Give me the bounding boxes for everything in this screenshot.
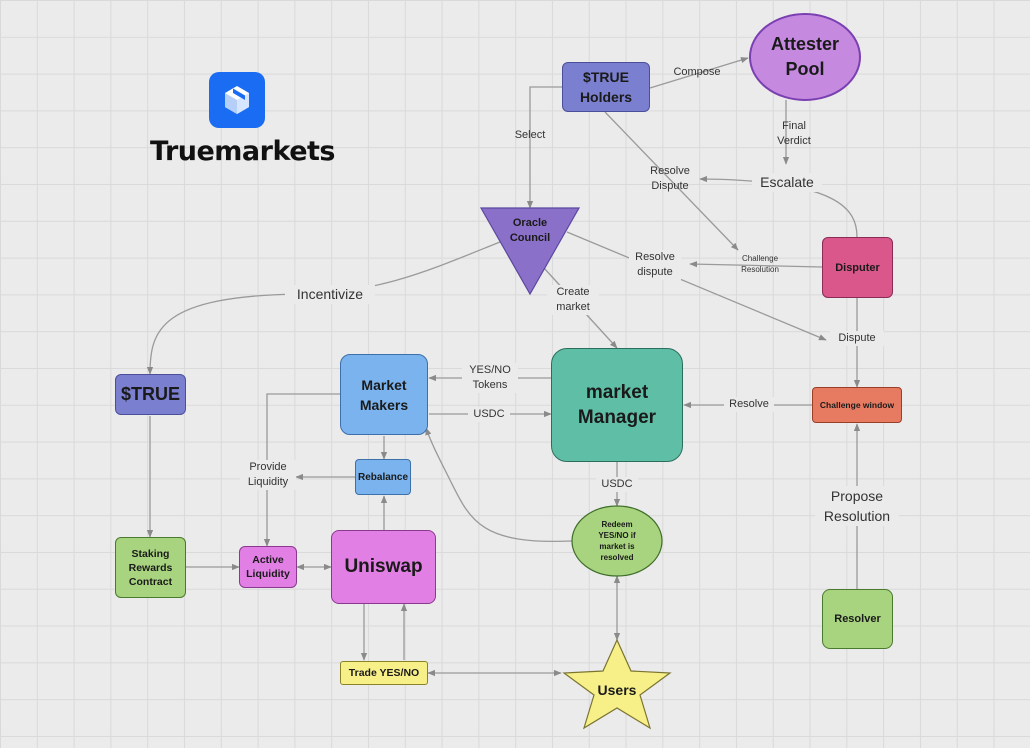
redeem-label: Redeem YES/NO if market is resolved bbox=[598, 520, 636, 562]
oracle-council-shape[interactable] bbox=[479, 207, 581, 296]
attester-pool-shape[interactable] bbox=[749, 13, 861, 101]
label-usdc-redeem: USDC bbox=[596, 477, 638, 492]
redeem-shape[interactable] bbox=[571, 505, 663, 577]
true-token-node[interactable]: $TRUE bbox=[115, 374, 186, 415]
label-incentivize: Incentivize bbox=[285, 285, 375, 304]
market-manager-node[interactable]: market Manager bbox=[551, 348, 683, 462]
edge-resolve-dispute-mid bbox=[566, 231, 827, 341]
edge-compose bbox=[649, 57, 749, 89]
brand-name: Truemarkets bbox=[150, 136, 336, 167]
edge-incentivize bbox=[146, 241, 501, 375]
label-resolve-dispute-top: Resolve Dispute bbox=[650, 165, 690, 192]
oracle-council-label: Oracle Council bbox=[509, 217, 551, 244]
label-select: Select bbox=[514, 129, 546, 141]
edge-resolve-dispute-top bbox=[604, 111, 739, 251]
label-propose-resolution: Propose Resolution bbox=[815, 486, 899, 526]
users-shape[interactable] bbox=[562, 638, 672, 730]
attester-pool-label: Attester Pool bbox=[770, 34, 840, 79]
trade-yes-no-node[interactable]: Trade YES/NO bbox=[340, 661, 428, 685]
label-resolve: Resolve bbox=[724, 397, 774, 412]
label-challenge-resolution: Challenge Resolution bbox=[741, 254, 779, 274]
market-makers-node[interactable]: Market Makers bbox=[340, 354, 428, 435]
label-dispute: Dispute bbox=[830, 331, 884, 346]
users-label: Users bbox=[597, 682, 637, 698]
edge-escalate bbox=[699, 175, 858, 238]
staking-rewards-node[interactable]: Staking Rewards Contract bbox=[115, 537, 186, 598]
label-final-verdict: Final Verdict bbox=[777, 120, 811, 147]
disputer-node[interactable]: Disputer bbox=[822, 237, 893, 298]
label-resolve-dispute-mid: Resolve dispute bbox=[629, 250, 681, 280]
challenge-window-node[interactable]: Challenge window bbox=[812, 387, 902, 423]
uniswap-node[interactable]: Uniswap bbox=[331, 530, 436, 604]
label-escalate: Escalate bbox=[752, 173, 822, 192]
truemarkets-logo-icon bbox=[209, 72, 265, 128]
label-create-market: Create market bbox=[547, 285, 599, 315]
edge-challenge-resolution bbox=[689, 261, 823, 268]
label-provide-liquidity: Provide Liquidity bbox=[240, 460, 296, 490]
label-usdc-mm: USDC bbox=[468, 407, 510, 422]
label-compose: Compose bbox=[673, 66, 721, 78]
rebalance-node[interactable]: Rebalance bbox=[355, 459, 411, 495]
resolver-node[interactable]: Resolver bbox=[822, 589, 893, 649]
true-holders-node[interactable]: $TRUE Holders bbox=[562, 62, 650, 112]
edge-redeem-mm bbox=[425, 427, 573, 543]
edge-provide-liquidity bbox=[263, 393, 340, 547]
edge-select bbox=[526, 86, 563, 209]
active-liquidity-node[interactable]: Active Liquidity bbox=[239, 546, 297, 588]
label-yes-no-tokens: YES/NO Tokens bbox=[462, 363, 518, 393]
